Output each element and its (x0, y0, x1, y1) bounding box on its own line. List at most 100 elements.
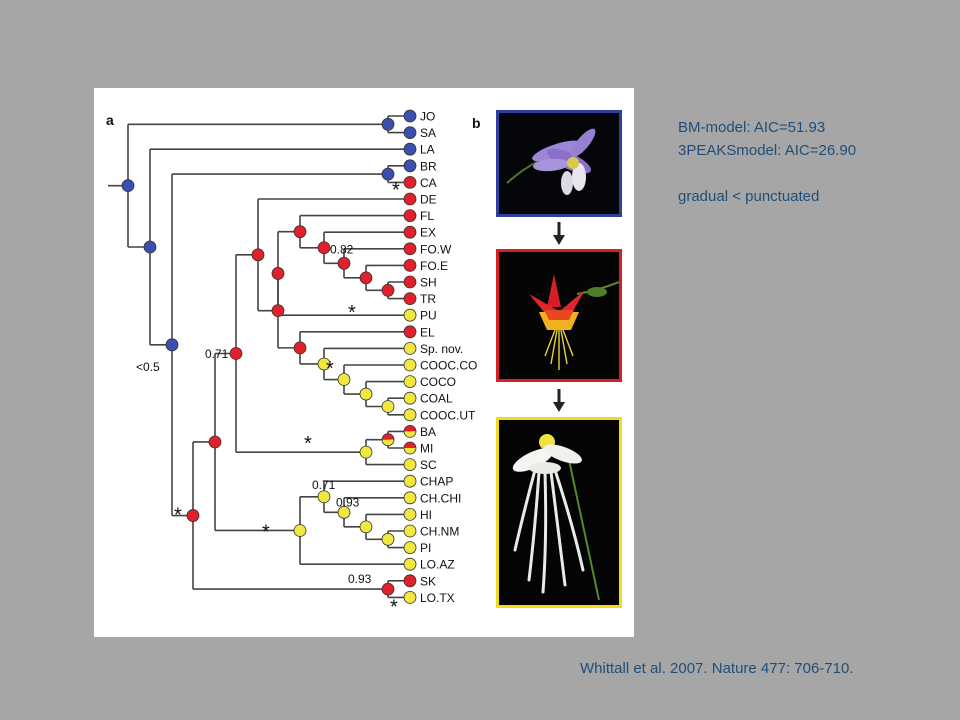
taxon-label: BR (420, 159, 437, 173)
ancestral-state-node (251, 248, 265, 262)
taxon-label: TR (420, 292, 436, 306)
tip-state-dot (403, 474, 417, 488)
white-yellow-flower-photo (496, 417, 622, 608)
shift-asterisk: * (304, 433, 312, 455)
taxon-label: FO.W (420, 242, 452, 256)
model-comparison-text: BM-model: AIC=51.93 3PEAKSmodel: AIC=26.… (678, 116, 856, 208)
ancestral-state-node (317, 241, 331, 255)
taxon-label: COAL (420, 392, 453, 406)
tip-state-dot (403, 159, 417, 173)
tip-state-dot (403, 109, 417, 123)
tip-state-dot (403, 275, 417, 289)
ancestral-state-node (121, 179, 135, 193)
red-flower-photo (496, 249, 622, 382)
taxon-label: HI (420, 508, 432, 522)
ancestral-state-node (293, 225, 307, 239)
support-value: 0.93 (336, 495, 360, 509)
taxon-label: EL (420, 325, 435, 339)
tip-state-dot (403, 176, 417, 189)
tip-state-dot (403, 258, 417, 272)
taxon-label: PI (420, 541, 431, 555)
blue-flower-photo (496, 110, 622, 217)
tip-state-dot (403, 126, 417, 139)
ancestral-state-node (293, 524, 307, 537)
taxon-label: COOC.CO (420, 359, 477, 373)
tip-state-dot (403, 358, 417, 372)
ancestral-state-node (208, 435, 222, 449)
ancestral-state-node (229, 347, 243, 360)
tip-state-dot (403, 391, 417, 405)
tip-state-dot (403, 458, 417, 472)
tip-state-dot (403, 142, 417, 156)
taxon-label: CHAP (420, 475, 453, 489)
tip-state-dot (403, 341, 417, 355)
phylogeny-tree: JO SA LA BR CA DE FL EX FO.W FO.E SH TR PU EL Sp. nov.… (106, 109, 481, 619)
panel-label-b: b (472, 115, 481, 131)
tip-state-dot (403, 325, 417, 339)
tip-state-dot (403, 242, 417, 256)
ancestral-state-node (381, 532, 395, 546)
support-value: <0.5 (136, 360, 160, 374)
figure-panel: JO SA LA BR CA DE FL EX FO.W FO.E SH TR PU EL Sp. nov.… (94, 88, 634, 637)
tip-state-dot (403, 574, 417, 588)
support-value: 0.93 (348, 572, 372, 586)
shift-asterisk: * (262, 521, 270, 543)
ancestral-state-node (143, 240, 157, 254)
ancestral-state-node (359, 445, 373, 459)
ancestral-state-node (186, 509, 200, 522)
taxon-label: SA (420, 126, 436, 140)
ancestral-state-node (381, 283, 395, 297)
arrow-down-icon (553, 389, 565, 412)
taxon-label: CH.NM (420, 525, 459, 539)
taxon-label: LO.AZ (420, 558, 455, 572)
taxon-label: JO (420, 110, 435, 124)
tip-state-dot (403, 491, 417, 505)
ancestral-state-node (381, 117, 395, 131)
bm-model-aic: BM-model: AIC=51.93 (678, 119, 826, 136)
ancestral-state-node (381, 400, 395, 413)
shift-asterisk: * (174, 505, 182, 527)
tip-state-dot (403, 424, 417, 438)
tip-state-dot (403, 507, 417, 521)
tip-state-dot (403, 209, 417, 222)
tip-state-dot (403, 408, 417, 422)
tip-state-dot (403, 375, 417, 389)
shift-asterisk: * (326, 358, 334, 380)
taxon-label: FO.E (420, 259, 448, 273)
ancestral-state-node (337, 505, 351, 519)
tip-state-dot (403, 441, 417, 455)
ancestral-state-node (359, 387, 373, 401)
tip-state-dot (403, 225, 417, 239)
ancestral-state-node (317, 357, 331, 371)
ancestral-state-node (317, 490, 331, 504)
tip-state-dot (403, 192, 417, 206)
taxon-label: DE (420, 193, 437, 207)
tip-state-dot (403, 541, 417, 555)
taxon-label: BA (420, 425, 436, 439)
taxon-label: LO.TX (420, 591, 455, 605)
ancestral-state-node (165, 338, 179, 352)
taxon-label: COCO (420, 375, 456, 389)
taxon-label: SH (420, 276, 437, 290)
taxon-label: SK (420, 574, 436, 588)
taxon-label: SC (420, 458, 437, 472)
taxon-label: LA (420, 143, 435, 157)
ancestral-state-node (381, 167, 395, 181)
shift-asterisk: * (392, 179, 400, 201)
taxon-label: FL (420, 209, 434, 223)
taxon-label: EX (420, 226, 436, 240)
taxon-label: PU (420, 309, 437, 323)
ancestral-state-node (337, 256, 351, 270)
ancestral-state-node (337, 373, 351, 386)
taxon-label: CA (420, 176, 437, 190)
ancestral-state-node (271, 267, 285, 280)
panel-label-a: a (106, 112, 114, 128)
tip-state-dot (403, 590, 417, 604)
shift-asterisk: * (390, 596, 398, 618)
peaks-model-aic: 3PEAKSmodel: AIC=26.90 (678, 142, 857, 159)
taxon-label: CH.CHI (420, 491, 461, 505)
taxon-label: MI (420, 442, 433, 456)
citation: Whittall et al. 2007. Nature 477: 706-71… (580, 660, 854, 677)
tip-state-dot (403, 292, 417, 306)
taxon-label: Sp. nov. (420, 342, 463, 356)
